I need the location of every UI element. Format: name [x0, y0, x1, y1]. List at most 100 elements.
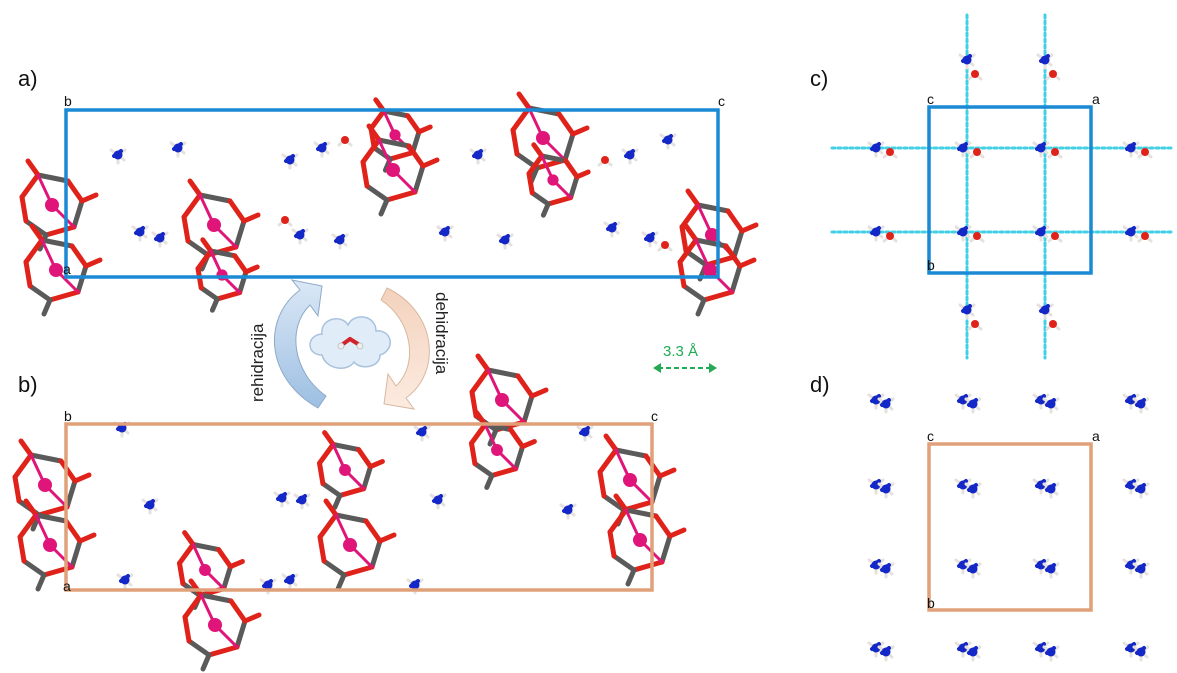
- ammonium-ion: [954, 141, 972, 158]
- metal-oxalate-complex: [607, 493, 687, 587]
- ammonium-ion: [1032, 141, 1050, 158]
- ammonium-ion: [964, 645, 982, 662]
- ammonium-ion: [1132, 645, 1150, 662]
- ammonium-ion: [496, 233, 514, 250]
- ammonium-ion: [151, 231, 169, 248]
- water-molecule: [882, 232, 898, 243]
- panel-label-c: c): [810, 66, 828, 91]
- ammonium-ion: [641, 231, 659, 248]
- ammonium-ion: [1032, 641, 1050, 658]
- water-molecule: [1045, 70, 1061, 81]
- ammonium-ion: [413, 425, 431, 442]
- ammonium-ion: [964, 397, 982, 414]
- ammonium-ion: [1122, 141, 1140, 158]
- ammonium-ion: [1042, 562, 1060, 579]
- ammonium-ion: [109, 148, 127, 165]
- unit-cell-hydrated-projection: [927, 105, 1093, 275]
- molecule-layer: [12, 53, 1153, 672]
- water-molecule: [337, 136, 353, 147]
- axis-label-a-c: c: [718, 93, 725, 109]
- ammonium-ion: [603, 221, 621, 238]
- ammonium-ion: [867, 393, 885, 410]
- dehydration-label: dehidracija: [432, 292, 451, 375]
- water-molecule: [882, 148, 898, 159]
- metal-oxalate-complex: [12, 438, 92, 532]
- unit-cell-dehydrated-projection: [927, 442, 1093, 612]
- ammonium-ion: [469, 148, 487, 165]
- metal-oxalate-complex: [317, 430, 385, 510]
- ammonium-ion: [1042, 397, 1060, 414]
- ammonium-ion: [313, 141, 331, 158]
- ammonium-ion: [1122, 225, 1140, 242]
- water-molecule: [1047, 232, 1063, 243]
- panel-label-a: a): [18, 66, 38, 91]
- ammonium-ion: [958, 53, 976, 70]
- water-molecule: [967, 70, 983, 81]
- ammonium-ion: [281, 573, 299, 590]
- axis-label-d-a: a: [1092, 428, 1100, 444]
- dehydration-arrow: [380, 287, 430, 410]
- ammonium-ion: [1132, 397, 1150, 414]
- ammonium-ion: [964, 562, 982, 579]
- panel-label-d: d): [810, 372, 830, 397]
- axis-label-a-a: a: [63, 261, 71, 277]
- ammonium-ion: [281, 153, 299, 170]
- axis-label-c-a: a: [1092, 91, 1100, 107]
- ammonium-ion: [877, 482, 895, 499]
- water-molecule: [1137, 148, 1153, 159]
- ammonium-ion: [576, 425, 594, 442]
- metal-oxalate-complex: [317, 498, 397, 592]
- metal-oxalate-complex: [360, 123, 440, 217]
- scale-bar: 3.3 Å: [653, 343, 717, 373]
- water-molecule: [277, 216, 293, 227]
- axis-label-b-b: b: [64, 408, 72, 424]
- ammonium-ion: [867, 141, 885, 158]
- ammonium-ion: [1042, 482, 1060, 499]
- axis-label-c-c: c: [927, 91, 934, 107]
- ammonium-ion: [1032, 393, 1050, 410]
- scale-bar-arrowhead-right: [709, 363, 717, 373]
- metal-oxalate-complex: [182, 578, 262, 672]
- water-molecule: [967, 320, 983, 331]
- axis-label-a-b: b: [64, 93, 72, 109]
- rehydration-arrow: [273, 279, 327, 409]
- ammonium-ion: [958, 303, 976, 320]
- ammonium-ion: [659, 133, 677, 150]
- metal-oxalate-complex: [17, 498, 97, 592]
- ammonium-ion: [954, 225, 972, 242]
- axis-label-c-b: b: [927, 257, 935, 273]
- metal-oxalate-complex: [677, 223, 757, 317]
- axis-label-d-c: c: [927, 428, 934, 444]
- ammonium-ion: [1132, 562, 1150, 579]
- ammonium-ion: [559, 503, 577, 520]
- ammonium-ion: [964, 482, 982, 499]
- ammonium-ion: [131, 225, 149, 242]
- unit-cell-hydrated: [64, 108, 720, 279]
- scale-bar-arrowhead-left: [653, 363, 661, 373]
- water-molecule: [597, 156, 613, 167]
- rehydration-label: rehidracija: [248, 323, 267, 402]
- panel-label-b: b): [18, 372, 38, 397]
- water-molecule: [1047, 148, 1063, 159]
- ammonium-ion: [1122, 478, 1140, 495]
- water-molecule: [1137, 232, 1153, 243]
- metal-oxalate-complex: [510, 91, 590, 185]
- ammonium-ion: [429, 493, 447, 510]
- hydration-cycle: rehidracija dehidracija: [248, 279, 451, 410]
- ammonium-ion: [1042, 645, 1060, 662]
- ammonium-ion: [877, 645, 895, 662]
- ammonium-ion: [1036, 303, 1054, 320]
- metal-oxalate-complex: [19, 158, 99, 252]
- ammonium-ion: [331, 233, 349, 250]
- ammonium-ion: [1132, 482, 1150, 499]
- metal-oxalate-complex: [526, 142, 591, 218]
- ammonium-ion: [1036, 53, 1054, 70]
- ammonium-ion: [116, 573, 134, 590]
- ammonium-ion: [273, 491, 291, 508]
- scale-bar-label: 3.3 Å: [663, 343, 698, 360]
- ammonium-ion: [436, 225, 454, 242]
- ammonium-ion: [141, 498, 159, 515]
- ammonium-ion: [621, 148, 639, 165]
- axis-label-d-b: b: [927, 595, 935, 611]
